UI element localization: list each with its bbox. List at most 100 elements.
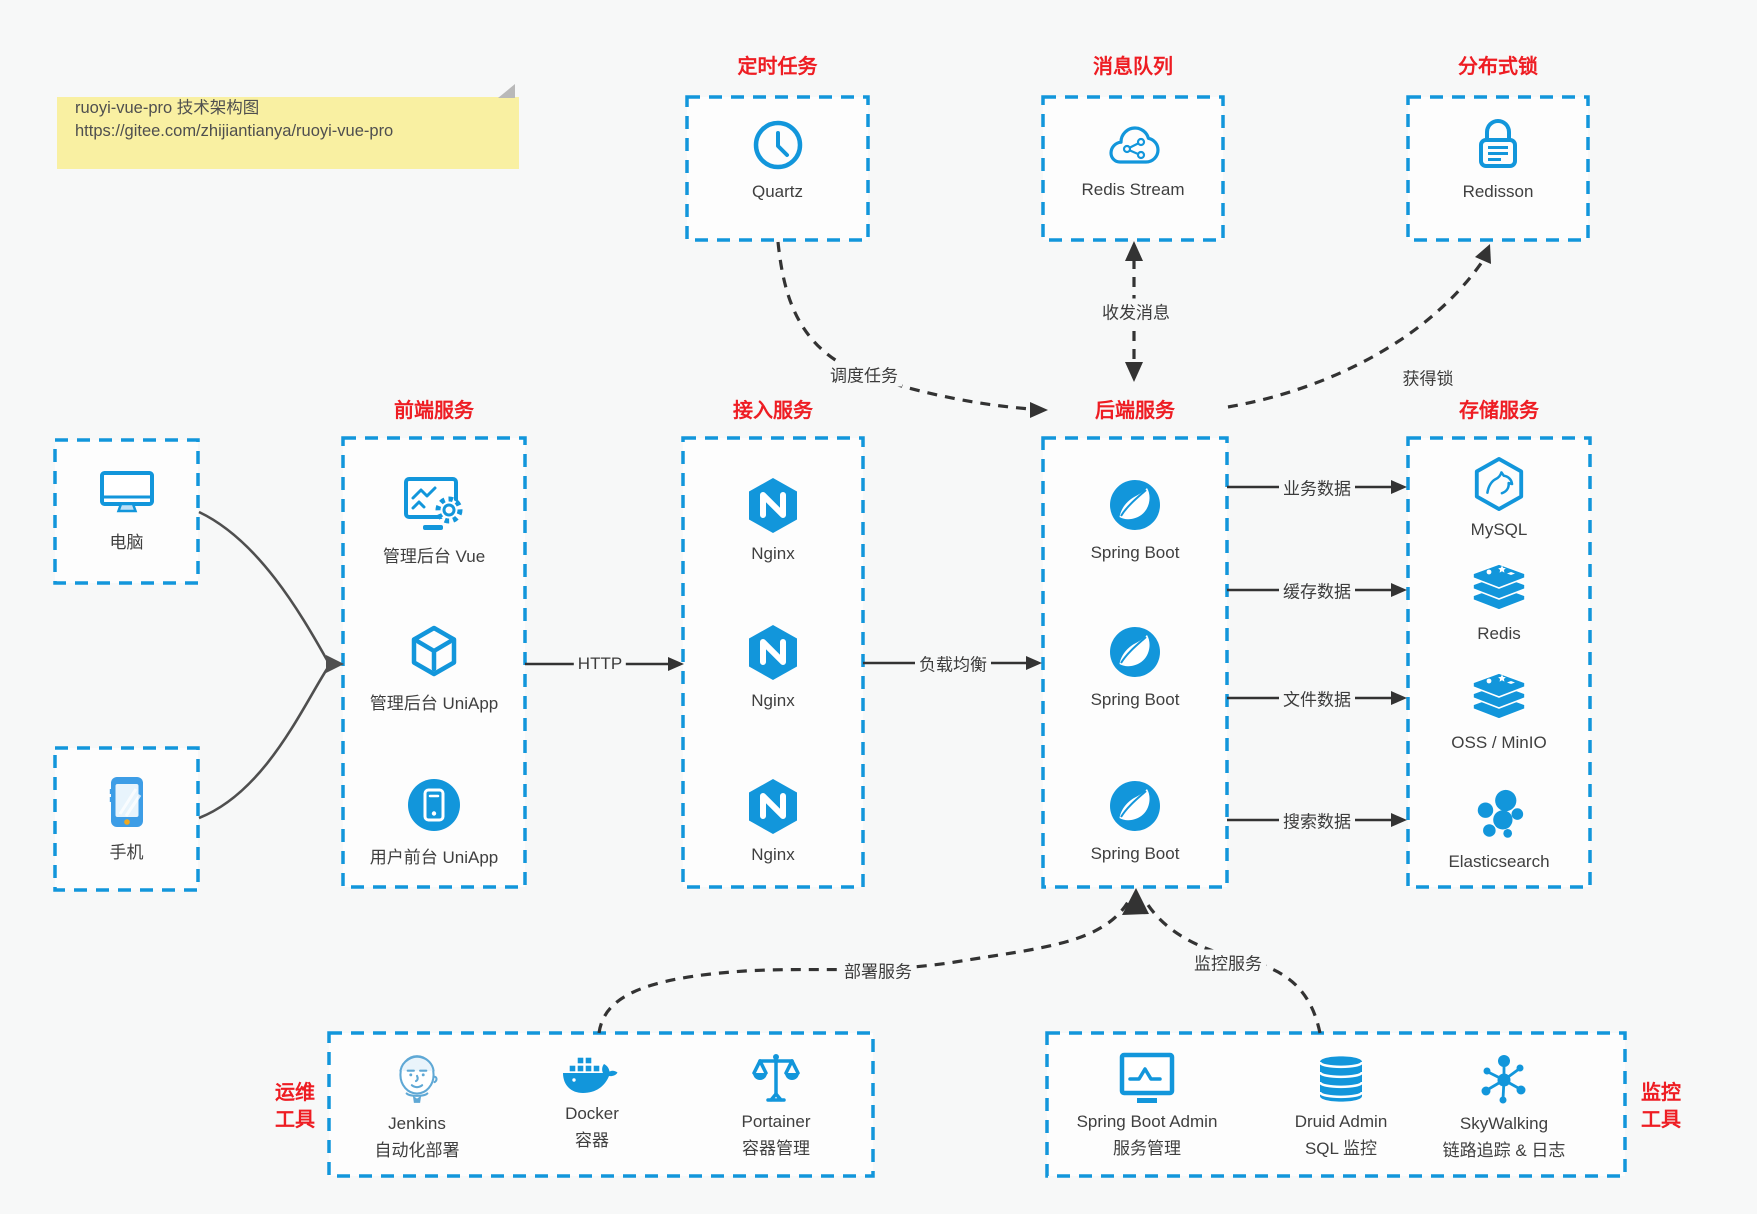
solid-arrowheads [668, 480, 1407, 827]
node-label: SkyWalking [1459, 1114, 1549, 1133]
storage-item-elasticsearch: Elasticsearch [1408, 788, 1590, 872]
monitor-chart-icon [1118, 1052, 1176, 1106]
spring-icon [1107, 624, 1163, 680]
title-scheduled-tasks: 定时任务 [737, 56, 818, 78]
edge-label-cache-data: 缓存数据 [1279, 577, 1355, 603]
node-label: 电脑 [109, 533, 144, 552]
mobile-app-icon [406, 777, 462, 833]
node-label: 用户前台 UniApp [369, 848, 499, 867]
redis-stream-box [1041, 95, 1225, 242]
client-connector-lines [198, 510, 329, 820]
edge-label-business-data: 业务数据 [1279, 474, 1355, 500]
edge-label-acquire-lock: 获得锁 [1398, 364, 1458, 390]
lock-icon [1473, 116, 1523, 172]
storage-item-redis: Redis [1408, 562, 1590, 644]
node-label: Jenkins [388, 1114, 446, 1133]
title-frontend: 前端服务 [394, 400, 474, 422]
sticky-note: ruoyi-vue-pro 技术架构图 https://gitee.com/zh… [57, 84, 519, 169]
nginx-icon [746, 623, 800, 681]
phone-node: 手机 [55, 776, 198, 863]
node-label: 管理后台 UniApp [369, 694, 499, 713]
quartz-node: Quartz [687, 118, 868, 202]
database-icon [1315, 1052, 1367, 1106]
edge-label-schedule-task: 调度任务 [826, 361, 902, 387]
node-label: OSS / MinIO [1451, 733, 1547, 752]
note-title: ruoyi-vue-pro 技术架构图 [75, 99, 260, 117]
ops-item-docker: Docker 容器 [507, 1052, 677, 1151]
node-sublabel: 链路追踪 & 日志 [1442, 1141, 1566, 1160]
edge-label-send-receive-message: 收发消息 [1098, 298, 1174, 324]
cube-icon [406, 623, 462, 679]
title-storage: 存储服务 [1459, 400, 1539, 422]
node-label: Redis Stream [1081, 180, 1185, 199]
backend-item-springboot-3: Spring Boot [1043, 778, 1227, 864]
node-label: 手机 [109, 843, 144, 862]
node-label: Spring Boot [1090, 690, 1180, 709]
node-sublabel: 自动化部署 [374, 1141, 460, 1160]
node-label: 管理后台 Vue [382, 547, 486, 566]
node-sublabel: SQL 监控 [1304, 1139, 1378, 1158]
spring-icon [1107, 778, 1163, 834]
ops-item-jenkins: Jenkins 自动化部署 [332, 1050, 502, 1161]
redisson-node: Redisson [1408, 116, 1588, 202]
dashed-arrowheads [1030, 241, 1491, 915]
redis-stream-node: Redis Stream [1043, 122, 1223, 200]
monitoring-item-skywalking: SkyWalking 链路追踪 & 日志 [1409, 1052, 1599, 1161]
node-label: MySQL [1470, 520, 1528, 539]
clock-icon [751, 118, 805, 172]
node-label: Redisson [1462, 182, 1534, 201]
backend-item-springboot-2: Spring Boot [1043, 624, 1227, 710]
pc-node: 电脑 [55, 468, 198, 553]
edge-label-search-data: 搜索数据 [1279, 807, 1355, 833]
node-label: Spring Boot Admin [1076, 1112, 1218, 1131]
desktop-icon [98, 468, 156, 518]
node-label: Spring Boot [1090, 844, 1180, 863]
admin-vue-icon [403, 476, 465, 532]
ops-box [327, 1031, 875, 1178]
redis-stack-icon [1469, 671, 1529, 725]
node-label: Quartz [751, 182, 804, 201]
node-label: Spring Boot [1090, 543, 1180, 562]
node-sublabel: 容器 [575, 1131, 609, 1150]
frontend-item-user-uniapp: 用户前台 UniApp [343, 777, 525, 868]
smartphone-icon [109, 776, 145, 828]
nginx-icon [746, 476, 800, 534]
note-url: https://gitee.com/zhijiantianya/ruoyi-vu… [75, 122, 394, 140]
ops-item-portainer: Portainer 容器管理 [691, 1050, 861, 1159]
title-message-queue: 消息队列 [1093, 56, 1173, 78]
ops-side-label: 运维 工具 [275, 1082, 315, 1131]
node-sublabel: 服务管理 [1113, 1139, 1181, 1158]
node-label: Nginx [751, 691, 795, 710]
elasticsearch-icon [1471, 788, 1527, 844]
edge-label-monitor-service: 监控服务 [1190, 949, 1266, 975]
title-backend: 后端服务 [1095, 400, 1175, 422]
gateway-item-nginx-1: Nginx [683, 476, 863, 564]
mysql-icon [1471, 456, 1527, 512]
edge-label-deploy-service: 部署服务 [840, 957, 916, 983]
node-sublabel: 容器管理 [742, 1139, 810, 1158]
gateway-item-nginx-2: Nginx [683, 623, 863, 711]
node-label: Elasticsearch [1448, 852, 1550, 871]
portainer-icon [748, 1050, 804, 1106]
backend-item-springboot-1: Spring Boot [1043, 477, 1227, 563]
edge-label-load-balance: 负载均衡 [915, 650, 991, 676]
title-distributed-lock: 分布式锁 [1458, 56, 1538, 78]
jenkins-icon [391, 1050, 443, 1108]
cloud-queue-icon [1102, 122, 1164, 170]
redis-stack-icon [1469, 562, 1529, 616]
spring-icon [1107, 477, 1163, 533]
monitoring-side-label: 监控 工具 [1641, 1082, 1681, 1131]
node-label: Nginx [751, 544, 795, 563]
nginx-icon [746, 777, 800, 835]
node-label: Redis [1477, 624, 1521, 643]
node-label: Portainer [741, 1112, 811, 1131]
monitoring-item-druid: Druid Admin SQL 监控 [1246, 1052, 1436, 1159]
docker-icon [561, 1052, 623, 1098]
node-label: Druid Admin [1294, 1112, 1388, 1131]
node-label: Docker [565, 1104, 619, 1123]
network-nodes-icon [1476, 1052, 1532, 1108]
storage-item-oss-minio: OSS / MinIO [1408, 671, 1590, 753]
storage-item-mysql: MySQL [1408, 456, 1590, 540]
monitoring-item-sba: Spring Boot Admin 服务管理 [1052, 1052, 1242, 1159]
